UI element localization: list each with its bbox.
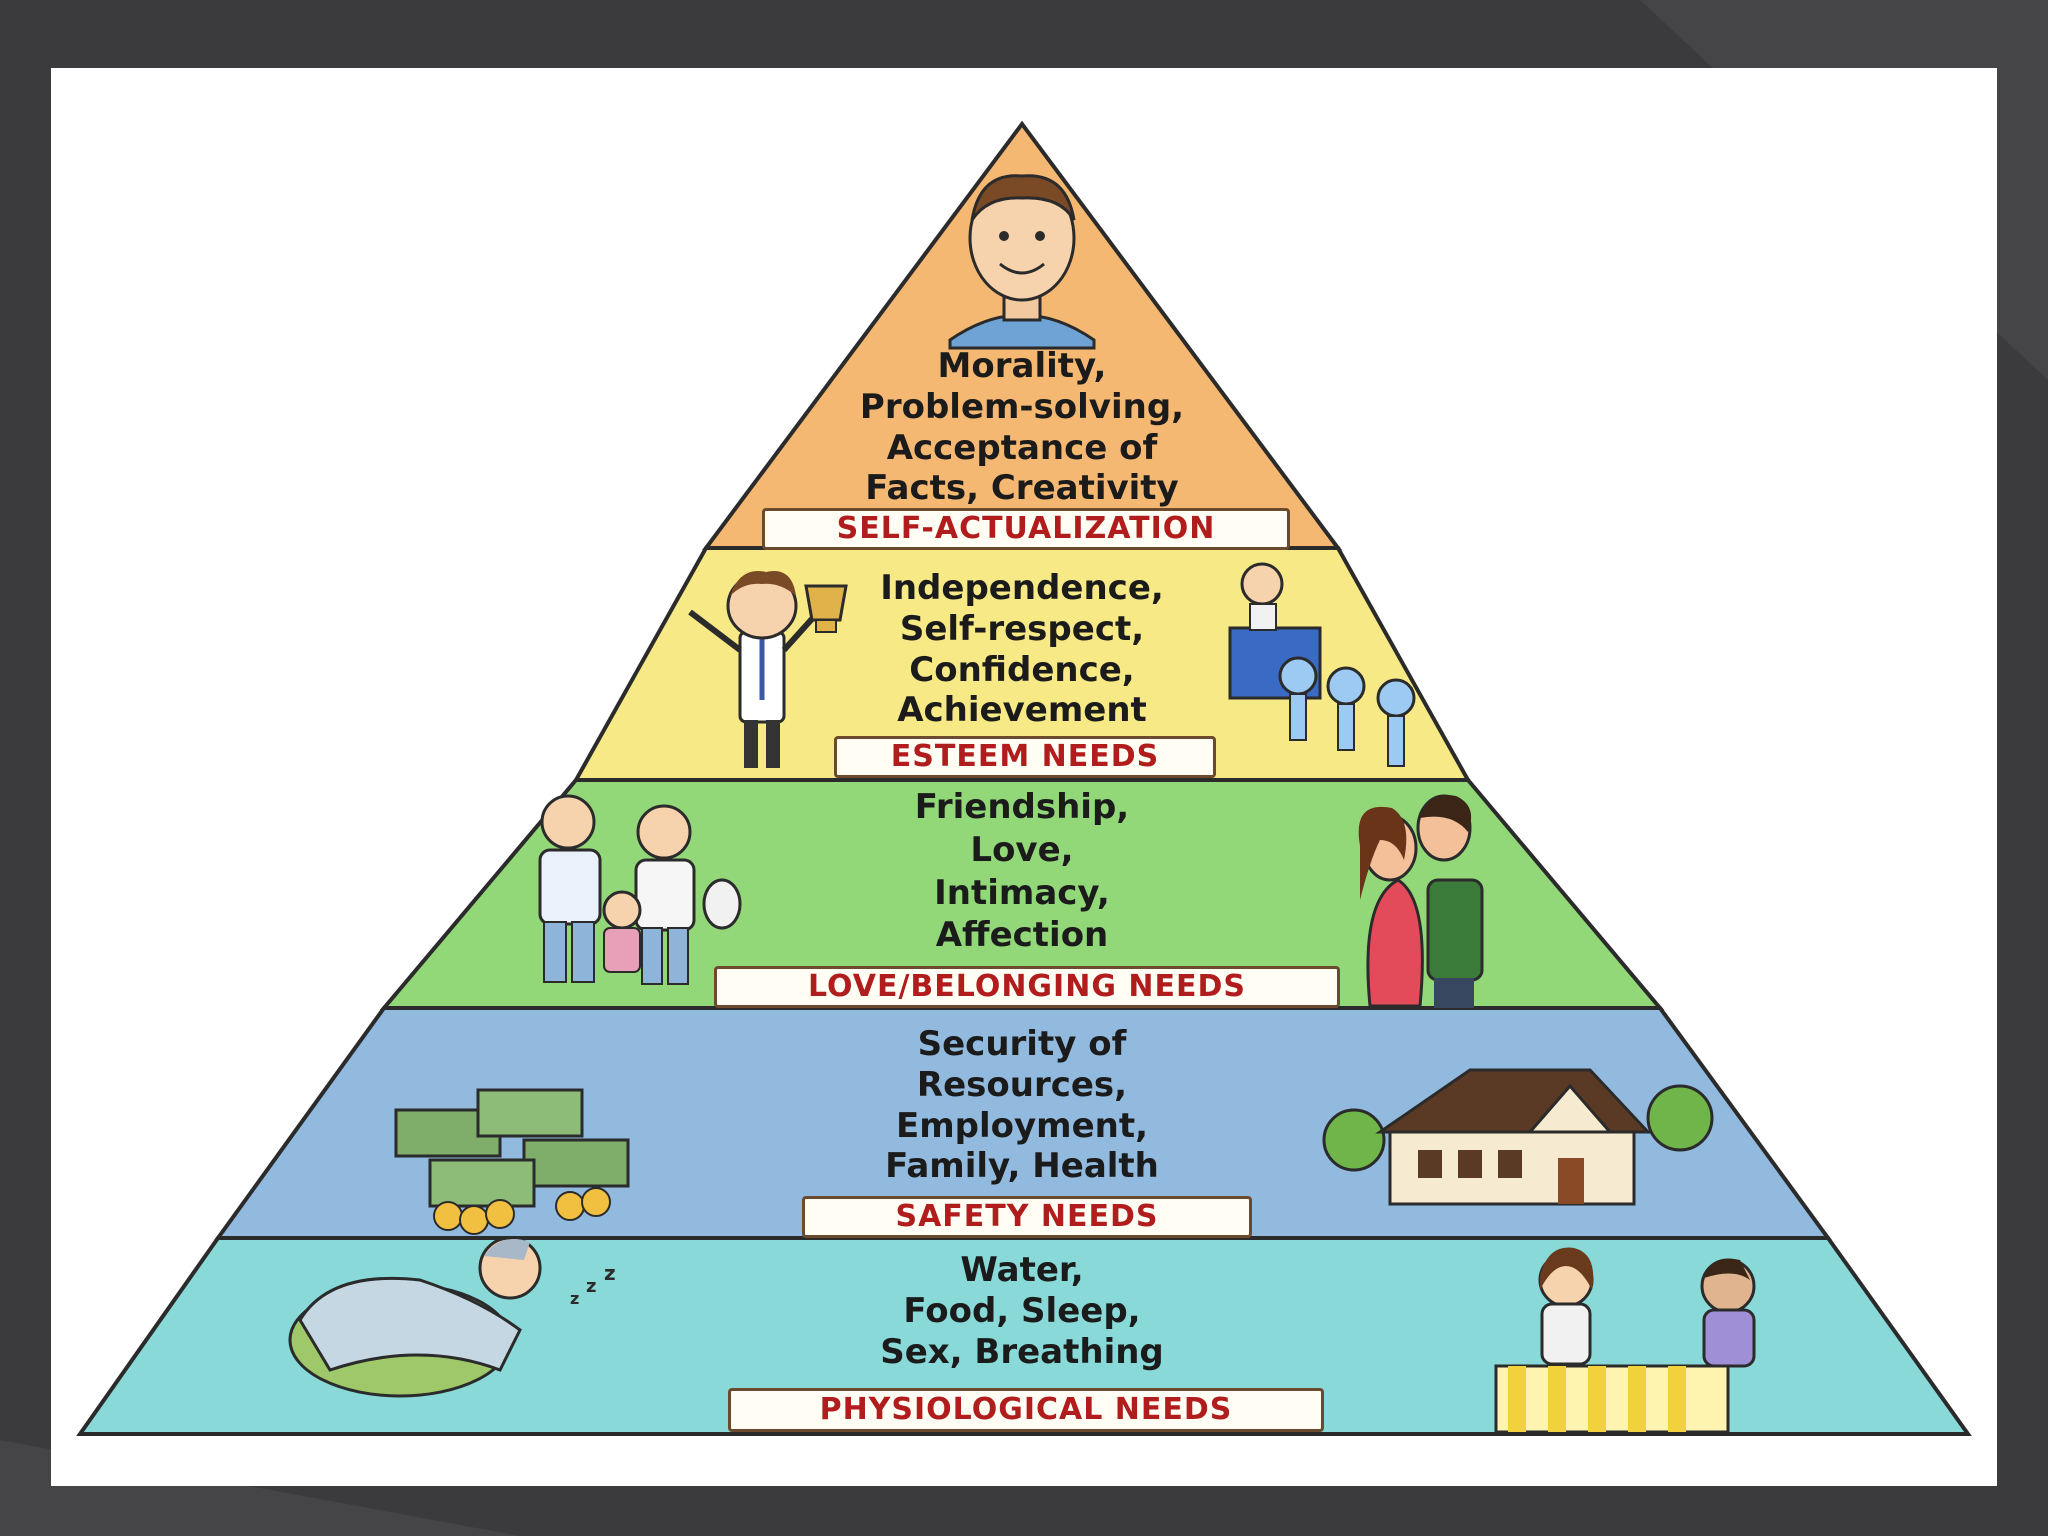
couple-embracing-illustration <box>1358 794 1484 1008</box>
physiological-label: PHYSIOLOGICAL NEEDS <box>728 1388 1324 1432</box>
esteem-label: ESTEEM NEEDS <box>834 736 1216 778</box>
physiological-description: Water, Food, Sleep, Sex, Breathing <box>880 1250 1164 1372</box>
svg-text:z: z <box>570 1289 579 1308</box>
love-belonging-description: Friendship, Love, Intimacy, Affection <box>914 787 1130 956</box>
man-holding-trophy-illustration <box>688 571 848 768</box>
people-eating-illustration <box>1494 1247 1756 1434</box>
esteem-description: Independence, Self-respect, Confidence, … <box>880 568 1164 731</box>
house-with-trees-illustration <box>1322 1068 1714 1206</box>
speaker-at-podium-illustration <box>1228 562 1416 767</box>
family-with-child-illustration <box>538 794 742 985</box>
smiling-man-illustration <box>948 174 1096 350</box>
self-actualization-description: Morality, Problem-solving, Acceptance of… <box>859 346 1185 509</box>
stacks-of-money-illustration <box>394 1088 630 1235</box>
love-belonging-label: LOVE/BELONGING NEEDS <box>714 966 1340 1008</box>
person-sleeping-illustration: z z z <box>288 1236 616 1398</box>
safety-description: Security of Resources, Employment, Famil… <box>885 1024 1159 1187</box>
self-actualization-label: SELF-ACTUALIZATION <box>762 508 1290 550</box>
svg-text:z: z <box>604 1261 616 1285</box>
safety-label: SAFETY NEEDS <box>802 1196 1252 1238</box>
svg-text:z: z <box>586 1276 596 1297</box>
